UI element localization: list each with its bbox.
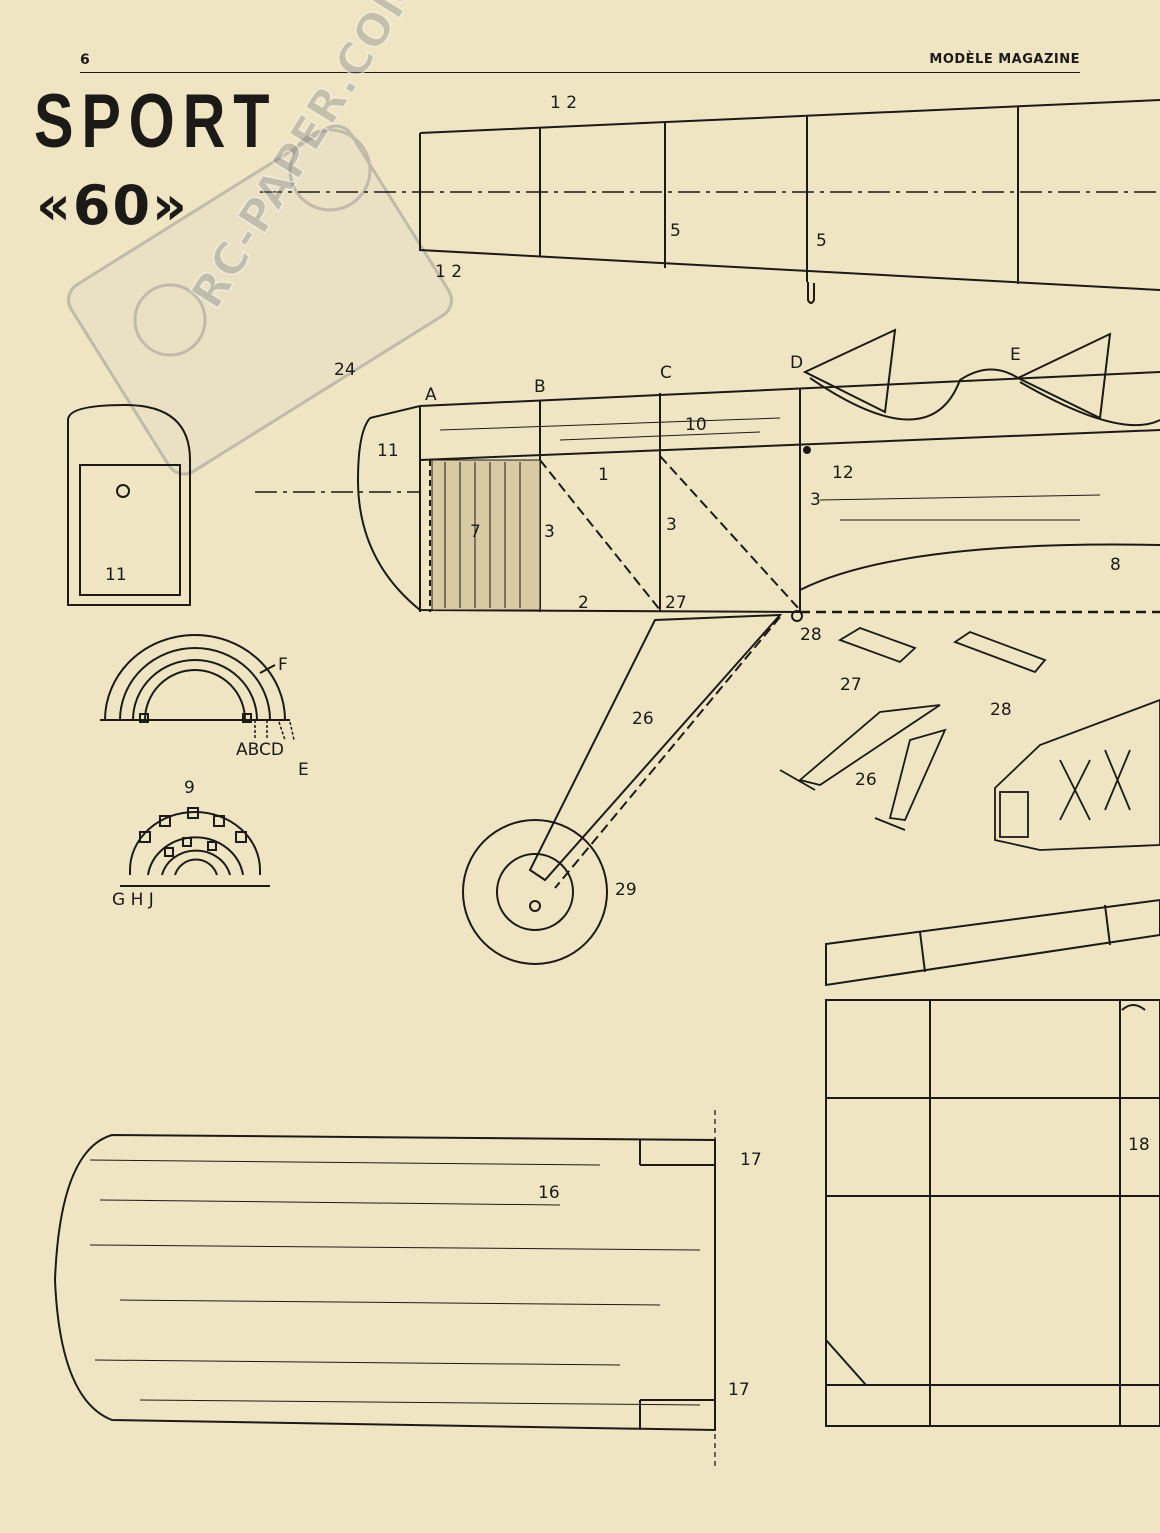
gear-mount-details [779, 627, 1047, 831]
label-29: 29 [615, 880, 637, 900]
label-17-top: 17 [740, 1150, 762, 1170]
page-number: 6 [80, 52, 90, 68]
label-28-side: 28 [800, 625, 822, 645]
label-e-former: E [298, 760, 309, 780]
label-11-former: 11 [105, 565, 127, 585]
label-12-top: 1 2 [550, 93, 577, 113]
label-12-bottom: 1 2 [435, 262, 462, 282]
label-3b: 3 [666, 515, 677, 535]
label-2: 2 [578, 593, 589, 613]
label-f: F [278, 655, 288, 675]
wing-panel-right [825, 999, 1160, 1427]
label-5a: 5 [670, 221, 681, 241]
wing-center-section [825, 898, 1160, 987]
former-f [100, 634, 295, 741]
label-e: E [1010, 345, 1021, 365]
label-27-detail: 27 [840, 675, 862, 695]
label-16: 16 [538, 1183, 560, 1203]
label-17-bottom: 17 [728, 1380, 750, 1400]
label-ghj: G H J [112, 890, 154, 910]
label-12: 12 [832, 463, 854, 483]
label-1: 1 [598, 465, 609, 485]
label-5b: 5 [816, 231, 827, 251]
watermark-graphic [67, 124, 453, 476]
former-11 [67, 403, 191, 606]
landing-gear [462, 610, 803, 965]
label-d: D [790, 353, 803, 373]
wing-top-view [260, 99, 1160, 304]
label-3a: 3 [544, 522, 555, 542]
label-26-side: 26 [632, 709, 654, 729]
label-b: B [534, 377, 546, 397]
magazine-name: MODÈLE MAGAZINE [929, 52, 1080, 67]
label-26-detail: 26 [855, 770, 877, 790]
label-28-detail: 28 [990, 700, 1012, 720]
elevator-16 [53, 1110, 716, 1470]
fuselage-side-view [255, 328, 1160, 614]
title-sport: SPORT [34, 79, 278, 164]
fuselage-sketch [994, 699, 1160, 851]
header-rule [80, 72, 1080, 73]
label-3c: 3 [810, 490, 821, 510]
former-9 [120, 807, 270, 887]
label-27-side: 27 [665, 593, 687, 613]
label-7: 7 [470, 522, 481, 542]
plan-labels: 1 2 1 2 5 5 A B C D E 10 11 12 1 3 3 3 7… [105, 93, 1150, 1400]
label-a: A [425, 385, 437, 405]
label-abcd: ABCD [236, 740, 284, 760]
label-9: 9 [184, 778, 195, 798]
label-24: 24 [334, 360, 356, 380]
label-c: C [660, 363, 672, 383]
title-60: «60» [36, 174, 189, 237]
label-8: 8 [1110, 555, 1121, 575]
label-18: 18 [1128, 1135, 1150, 1155]
label-10: 10 [685, 415, 707, 435]
label-11-nose: 11 [377, 441, 399, 461]
